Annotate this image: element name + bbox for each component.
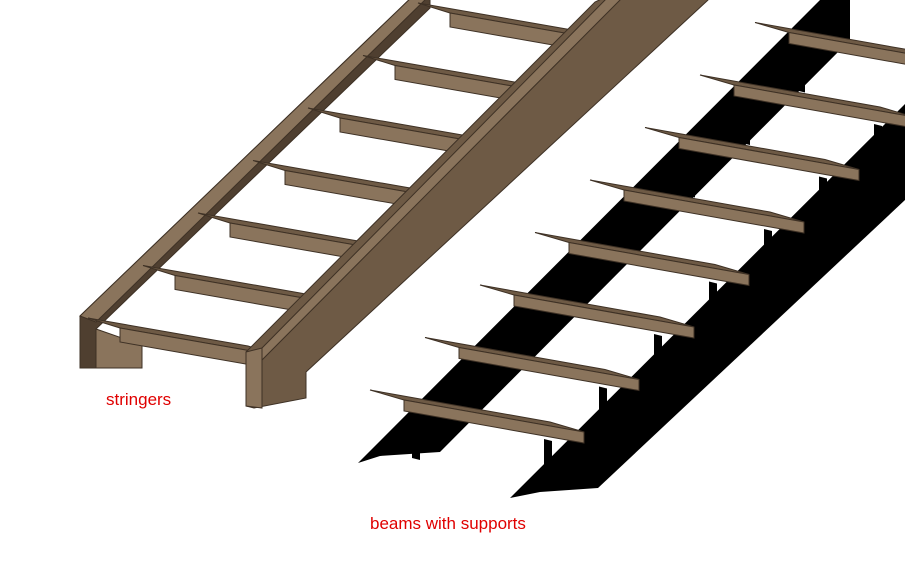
front-stringer-end bbox=[245, 347, 263, 409]
back-stringer-top bbox=[79, 0, 426, 323]
steel-support-post bbox=[577, 253, 585, 303]
steel-support-post bbox=[874, 124, 882, 167]
steel-support-post bbox=[522, 306, 530, 355]
steel-stair-tread-front bbox=[458, 346, 640, 392]
steel-support-post bbox=[764, 229, 772, 272]
steel-support-post bbox=[687, 148, 695, 198]
back-stringer bbox=[79, 0, 431, 369]
steel-stair-tread-front bbox=[733, 84, 905, 127]
wooden-stair-with-stringers bbox=[79, 0, 709, 409]
steel-stair-tread-top bbox=[754, 22, 905, 54]
steel-stair-with-beams bbox=[358, 0, 905, 498]
steel-support-post bbox=[632, 201, 640, 250]
steel-stair-tread-front bbox=[788, 31, 905, 65]
steel-support-post bbox=[742, 96, 750, 145]
steel-support-post bbox=[709, 281, 717, 325]
steel-support-post bbox=[654, 334, 662, 377]
steel-support-post bbox=[599, 386, 607, 430]
steel-stair-tread-front bbox=[568, 241, 750, 287]
steel-stair-tread-top bbox=[699, 74, 905, 116]
steel-stair-tread-front bbox=[623, 189, 805, 234]
steel-stair-tread-front bbox=[678, 136, 860, 182]
steel-stair-tread-front bbox=[513, 294, 695, 339]
steel-stair-tread-front bbox=[403, 399, 585, 444]
label-beams-with-supports: beams with supports bbox=[370, 514, 526, 533]
steel-support-post bbox=[467, 358, 475, 408]
steel-support-post bbox=[544, 439, 552, 482]
steel-support-post bbox=[797, 43, 805, 93]
front-stringer-top bbox=[261, 0, 621, 362]
steel-support-post bbox=[412, 411, 420, 460]
right-steel-beam bbox=[510, 104, 905, 498]
steel-support-post bbox=[819, 176, 827, 220]
label-stringers: stringers bbox=[106, 390, 172, 409]
